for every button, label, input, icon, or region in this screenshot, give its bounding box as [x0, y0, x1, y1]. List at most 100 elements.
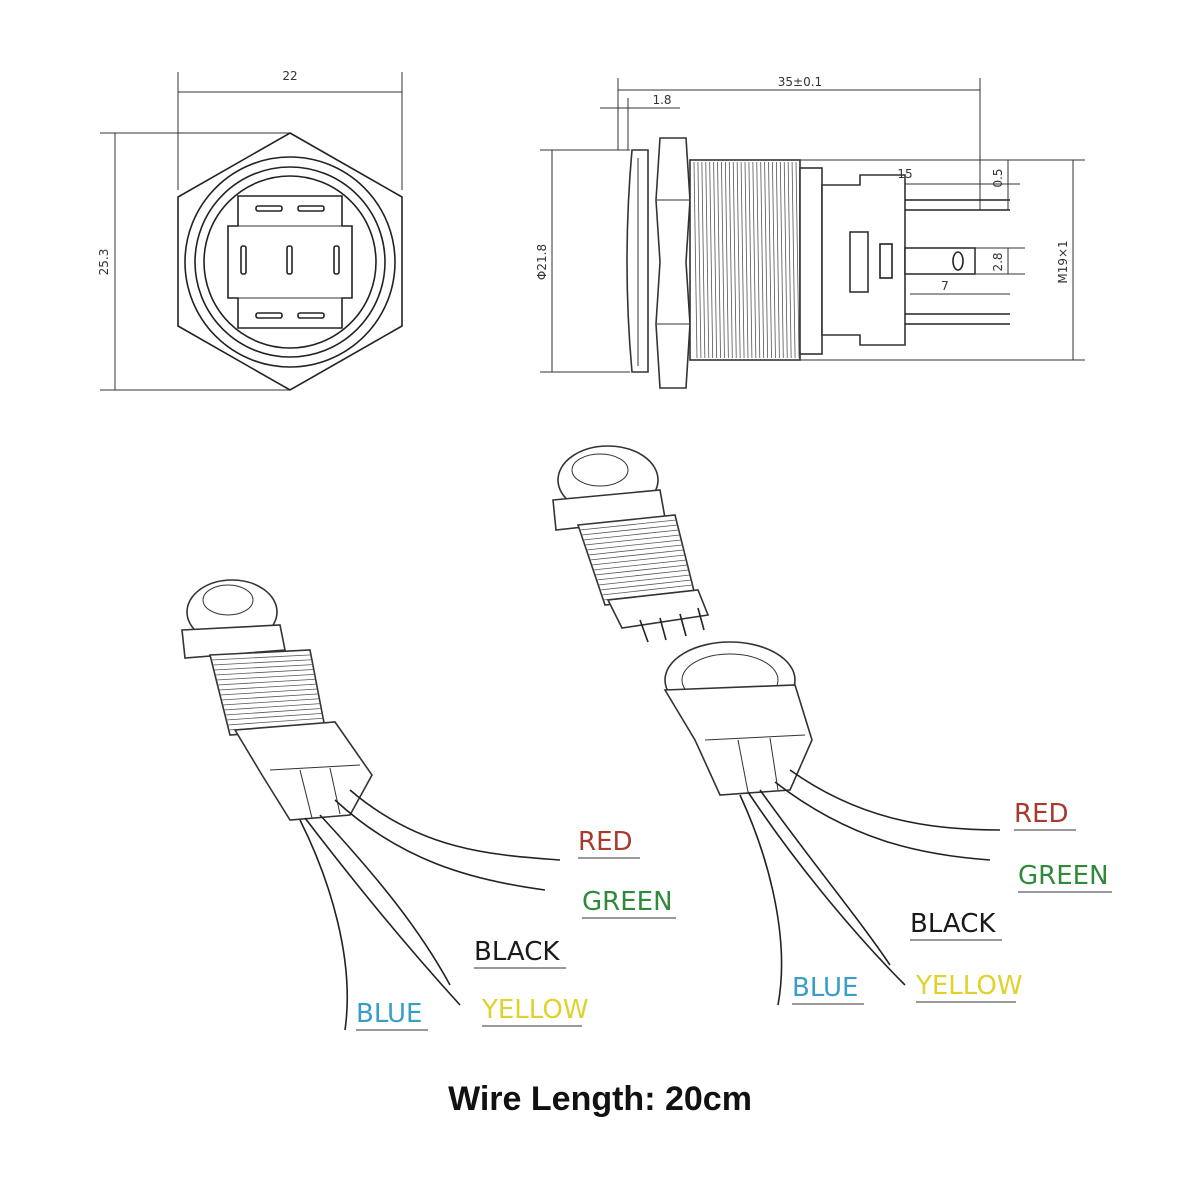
front-view: 22 25.3 — [97, 69, 403, 391]
wire-yellow — [747, 791, 906, 986]
thread-line — [760, 161, 765, 359]
height-dimension: 25.3 — [97, 249, 111, 276]
led-window-inner — [879, 243, 893, 279]
thread-line — [736, 161, 741, 359]
wire-black — [319, 814, 451, 986]
thread-line — [775, 161, 780, 359]
thread-line — [724, 161, 729, 359]
thread-line — [693, 161, 698, 359]
wire-label-green: GREEN — [582, 887, 673, 917]
thread-line — [593, 559, 687, 571]
bezel-middle-ring — [194, 166, 386, 358]
length-dimension: 35±0.1 — [778, 75, 822, 89]
right-assembly: RED GREEN BLACK YELLOW BLUE — [552, 445, 1112, 1006]
thread-line — [227, 717, 324, 726]
thread-line — [768, 161, 772, 359]
thread-line — [221, 693, 319, 701]
thread-line — [222, 698, 320, 706]
flange-dimension: 1.8 — [652, 93, 671, 107]
terminal-pin — [659, 617, 667, 641]
thread-line — [756, 161, 761, 359]
thread-line — [752, 161, 757, 359]
thread-line — [588, 544, 683, 556]
thread-line — [594, 564, 688, 576]
thread-line — [783, 161, 788, 359]
wire-label-red: RED — [1014, 799, 1069, 829]
thread-line — [584, 534, 681, 546]
diameter-dimension: Φ21.8 — [535, 244, 549, 280]
thread-line — [748, 161, 753, 359]
led-slot — [297, 312, 325, 319]
left-assembly: RED GREEN BLACK YELLOW BLUE — [181, 579, 676, 1031]
wire-label-red: RED — [578, 827, 633, 857]
connector-housing — [233, 721, 373, 821]
pin-length-dimension: 15 — [897, 167, 912, 181]
thread-line — [224, 708, 322, 716]
thread-line — [579, 519, 677, 531]
thread-line — [589, 549, 684, 561]
thread-line — [591, 554, 686, 566]
wire-label-yellow: YELLOW — [481, 995, 589, 1025]
wire-green — [774, 781, 991, 861]
terminal-pin — [697, 607, 705, 631]
thread-line — [214, 669, 314, 676]
thread-line — [583, 529, 679, 541]
wire-green — [334, 799, 546, 891]
thread-line — [732, 161, 737, 359]
led-slot — [286, 245, 293, 275]
terminal-pin — [679, 613, 687, 637]
terminal-pin — [904, 247, 976, 275]
thread-line — [212, 659, 312, 666]
thread-line — [713, 161, 718, 359]
thread-line — [791, 161, 796, 359]
thread-line — [697, 161, 702, 359]
switch-bezel — [181, 624, 286, 659]
thread-line — [779, 161, 784, 359]
terminal-pin — [639, 619, 649, 643]
pin-hole — [952, 251, 964, 271]
wire-yellow — [304, 817, 461, 1006]
thread-line — [598, 574, 691, 586]
wire-label-black: BLACK — [474, 937, 560, 967]
led-slot — [297, 205, 325, 212]
thread-line — [601, 584, 693, 596]
hex-nut-side — [655, 137, 691, 389]
thread-line — [764, 161, 769, 359]
thread-line — [744, 161, 749, 359]
thread-lines — [693, 161, 800, 359]
thread-line — [709, 161, 714, 359]
thread-line — [213, 664, 313, 671]
pin-short-dimension: 7 — [941, 279, 949, 293]
thread-line — [728, 161, 733, 359]
bezel-inner-ring — [203, 175, 377, 349]
led-window — [849, 231, 869, 293]
thread-line — [223, 703, 321, 711]
led-slot — [255, 205, 283, 212]
wire-label-green: GREEN — [1018, 861, 1109, 891]
thread-line — [216, 673, 315, 681]
thread-line — [581, 524, 678, 536]
pin-offset-dimension: 0.5 — [991, 168, 1005, 187]
width-dimension: 22 — [282, 69, 297, 83]
terminal-base — [606, 589, 710, 629]
thread-line — [219, 688, 318, 696]
led-slot — [333, 245, 340, 275]
wire-label-yellow: YELLOW — [915, 971, 1023, 1001]
bezel-outer-ring — [184, 156, 396, 368]
thread-line — [596, 569, 689, 581]
thread-line — [701, 161, 706, 359]
thread-line — [226, 712, 323, 721]
thread-line — [795, 161, 800, 359]
thread-line — [705, 161, 710, 359]
thread-line — [211, 654, 311, 661]
side-view: 35±0.1 1.8 Φ21.8 15 — [535, 75, 1085, 389]
wire-label-blue: BLUE — [792, 973, 859, 1003]
thread-line — [772, 161, 776, 359]
thread-line — [586, 539, 682, 551]
thread-dimension: M19×1 — [1056, 240, 1070, 283]
thread-line — [218, 683, 317, 691]
thread-line — [740, 161, 745, 359]
led-slot — [240, 245, 247, 275]
wire-label-blue: BLUE — [356, 999, 423, 1029]
